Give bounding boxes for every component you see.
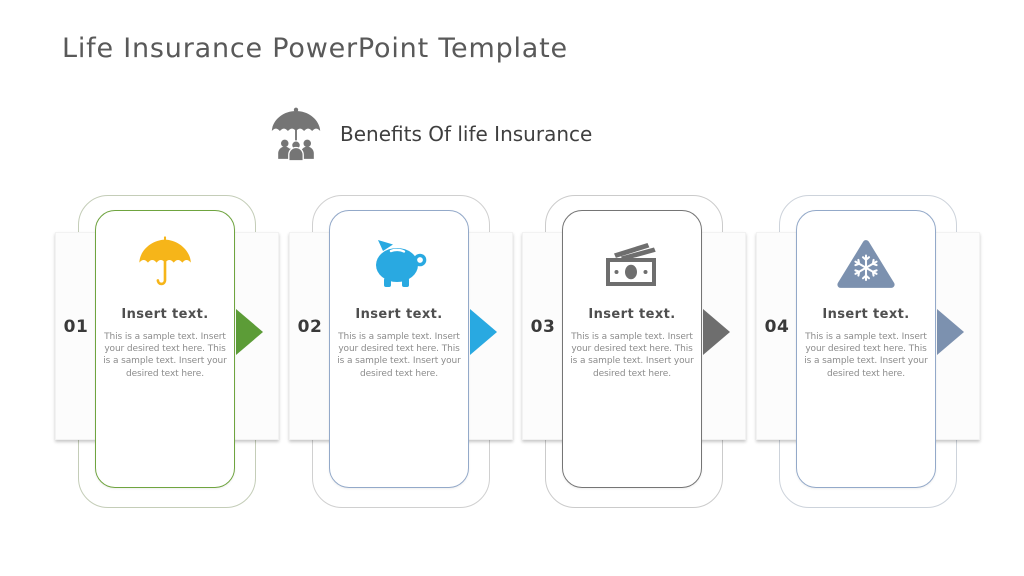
benefit-card[interactable]: Insert text. This is a sample text. Inse… xyxy=(796,210,936,488)
benefit-card[interactable]: Insert text. This is a sample text. Inse… xyxy=(95,210,235,488)
arrow-right-icon xyxy=(236,309,263,355)
page-title: Life Insurance PowerPoint Template xyxy=(62,33,568,64)
card-heading[interactable]: Insert text. xyxy=(355,307,443,322)
step-number: 01 xyxy=(63,317,89,337)
card-body-text[interactable]: This is a sample text. Insert your desir… xyxy=(337,332,461,379)
card-unit-4: 04 Insert text. This is a sample t xyxy=(756,195,980,508)
benefit-card[interactable]: Insert text. This is a sample text. Inse… xyxy=(329,210,469,488)
piggy-bank-icon xyxy=(369,233,429,295)
card-heading[interactable]: Insert text. xyxy=(588,307,676,322)
section-title: Benefits Of life Insurance xyxy=(340,122,593,146)
card-body-text[interactable]: This is a sample text. Insert your desir… xyxy=(804,332,928,379)
step-number: 04 xyxy=(764,317,790,337)
arrow-right-icon xyxy=(937,309,964,355)
card-unit-1: 01 Insert text. This is a sample text. I… xyxy=(55,195,279,508)
snowflake-warning-icon xyxy=(836,233,896,295)
money-icon xyxy=(602,233,662,295)
card-unit-3: 03 Insert text. This is a sample text. I… xyxy=(522,195,746,508)
card-unit-2: 02 Insert text. This is a sample text. I… xyxy=(289,195,513,508)
card-body-text[interactable]: This is a sample text. Insert your desir… xyxy=(570,332,694,379)
umbrella-icon xyxy=(135,233,195,295)
step-number: 03 xyxy=(530,317,556,337)
arrow-right-icon xyxy=(470,309,497,355)
section-header: Benefits Of life Insurance xyxy=(266,103,592,165)
card-body-text[interactable]: This is a sample text. Insert your desir… xyxy=(103,332,227,379)
benefit-card[interactable]: Insert text. This is a sample text. Inse… xyxy=(562,210,702,488)
step-number: 02 xyxy=(297,317,323,337)
umbrella-family-icon xyxy=(266,103,326,165)
arrow-right-icon xyxy=(703,309,730,355)
card-heading[interactable]: Insert text. xyxy=(822,307,910,322)
card-heading[interactable]: Insert text. xyxy=(121,307,209,322)
